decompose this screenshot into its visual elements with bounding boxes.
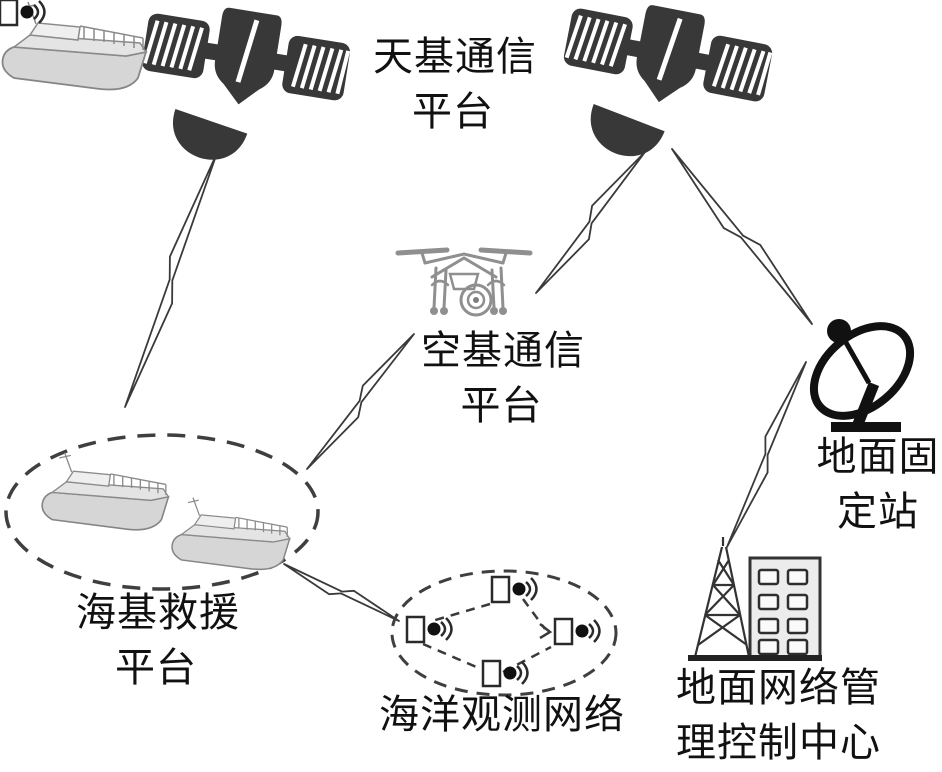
label-line: 平台 <box>115 645 197 690</box>
sensor-node-left <box>405 615 453 644</box>
drone-icon <box>395 247 533 317</box>
radio-tower-icon <box>693 537 751 658</box>
label-space-platform: 天基通信 平台 <box>373 29 537 139</box>
label-line: 地面固 <box>816 434 940 479</box>
label-ground-network-control-center: 地面网络管 理控制中心 <box>676 660 881 770</box>
sensor-node-icon <box>0 0 46 27</box>
lightning-bolt-dish-to-tower <box>726 361 807 548</box>
label-line: 天基通信 <box>373 34 537 79</box>
label-ocean-observation-network: 海洋观测网络 <box>375 687 629 742</box>
sensor-node-right <box>553 617 601 646</box>
lightning-bolt-sat1-to-ships <box>124 152 218 408</box>
lightning-bolt-ships-to-drone <box>306 333 415 470</box>
satellite-dish-cone <box>173 108 248 160</box>
label-line: 空基通信 <box>421 328 585 373</box>
satellite-icon-2 <box>563 5 773 157</box>
label-ground-fixed-station: 地面固 定站 <box>798 429 942 539</box>
label-line: 地面网络管 <box>676 665 881 710</box>
sensor-node-top <box>490 575 538 604</box>
lightning-bolt-drone-to-sat2 <box>535 151 646 294</box>
label-line: 定站 <box>837 489 919 534</box>
label-line: 理控制中心 <box>676 720 881 765</box>
lightning-links <box>124 148 813 622</box>
sensor-network-dashed-ellipse <box>390 569 618 697</box>
label-line: 海基救援 <box>76 590 240 635</box>
label-line: 平台 <box>460 383 543 428</box>
building-icon <box>748 556 822 659</box>
sensor-links <box>422 598 553 674</box>
label-air-platform: 空基通信 平台 <box>421 323 585 433</box>
label-sea-rescue-platform: 海基救援 平台 <box>76 585 240 695</box>
arrowhead <box>539 623 553 640</box>
lightning-bolt-ships-to-sensors <box>283 563 400 622</box>
satellite-dish-icon <box>809 319 915 432</box>
ship-icon-1 <box>41 451 170 531</box>
label-line: 平台 <box>412 89 494 134</box>
satellite-icon-1 <box>142 7 351 160</box>
sensor-node-bottom <box>481 659 529 688</box>
label-line: 海洋观测网络 <box>379 692 625 737</box>
ships-dashed-ellipse <box>4 433 320 591</box>
ship-icon-2 <box>171 496 291 571</box>
satellite-dish-cone <box>590 104 665 157</box>
ship-icon <box>1 1 148 91</box>
lightning-bolt-sat2-to-dish <box>671 148 813 325</box>
